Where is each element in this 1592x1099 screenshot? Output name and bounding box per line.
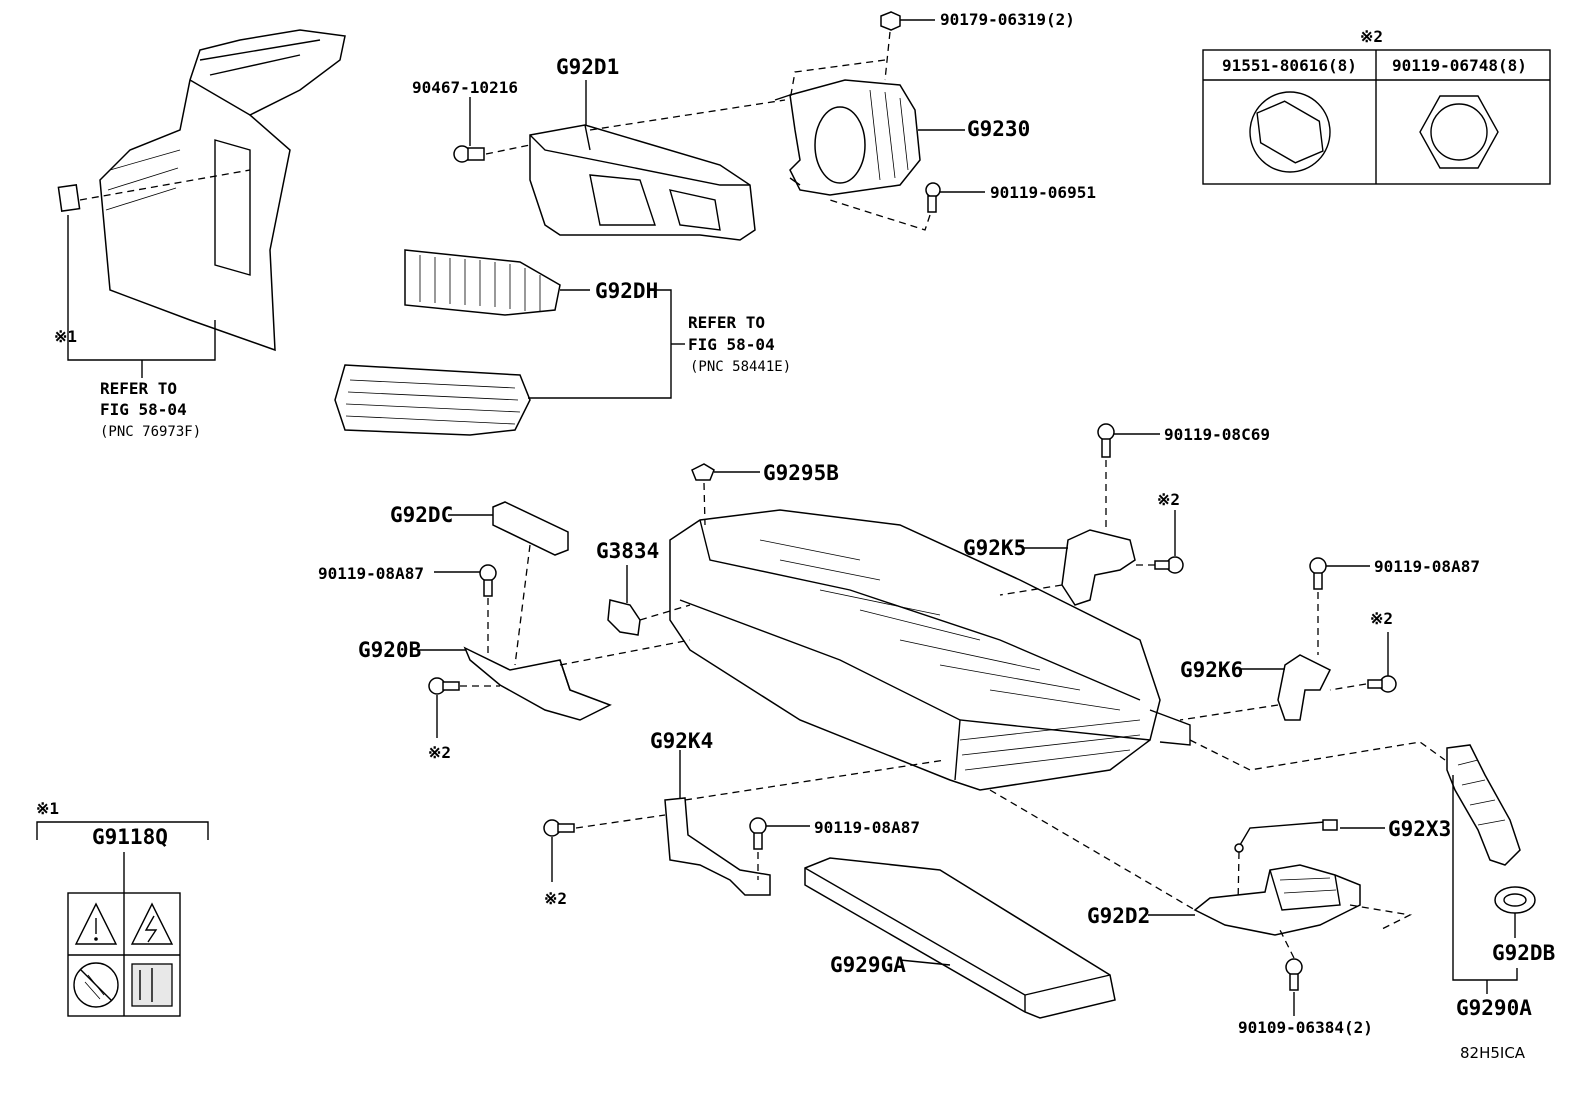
no-touch-icon xyxy=(73,962,119,1008)
label-g92dc: G92DC xyxy=(390,503,453,527)
bolt-note2-g92k6[interactable] xyxy=(1367,675,1397,693)
nut-90179[interactable] xyxy=(880,11,901,31)
note-mark-2d: ※2 xyxy=(544,889,567,908)
label-90179: 90179-06319(2) xyxy=(940,10,1075,29)
label-90467: 90467-10216 xyxy=(412,78,518,97)
note-mark-1: ※1 xyxy=(54,327,77,346)
note-mark-2b: ※2 xyxy=(1157,490,1180,509)
table-mark: ※2 xyxy=(1360,27,1383,46)
label-90119-08a87-left: 90119-08A87 xyxy=(318,564,424,583)
refer-left-line3: (PNC 76973F) xyxy=(100,424,201,440)
note-mark-2a: ※2 xyxy=(428,743,451,762)
label-g92x3: G92X3 xyxy=(1388,817,1451,841)
bolt-90119-08a87-right[interactable] xyxy=(1309,557,1327,590)
warning-label-g9118q[interactable] xyxy=(67,892,181,1017)
bracket-g92k5[interactable] xyxy=(1061,529,1136,606)
plate-g929ga[interactable] xyxy=(804,857,1116,1019)
grommet-g92db[interactable] xyxy=(1494,886,1536,914)
label-90119-08c69: 90119-08C69 xyxy=(1164,425,1270,444)
refer-mid-line1: REFER TO xyxy=(688,313,765,332)
hybrid-battery-assembly[interactable] xyxy=(669,509,1191,791)
bolt-note2-g920b[interactable] xyxy=(428,677,460,695)
warning-label-small[interactable] xyxy=(57,184,81,212)
side-cover-panel[interactable] xyxy=(99,29,346,352)
label-g92d1: G92D1 xyxy=(556,55,619,79)
label-90119-08a87-bottom: 90119-08A87 xyxy=(814,818,920,837)
duct-g9290a[interactable] xyxy=(1446,744,1521,866)
caution-triangle-icon xyxy=(74,902,118,945)
label-g9295b: G9295B xyxy=(763,461,839,485)
box-note-mark-1: ※1 xyxy=(36,799,59,818)
duct-g92d2[interactable] xyxy=(1193,864,1361,936)
bracket-g3834[interactable] xyxy=(607,599,641,636)
bracket-g920b[interactable] xyxy=(463,646,612,721)
label-g9290a: G9290A xyxy=(1456,996,1532,1020)
label-90119-08a87-right: 90119-08A87 xyxy=(1374,557,1480,576)
hex-nut-icon xyxy=(1419,95,1499,169)
manual-icon xyxy=(131,963,173,1007)
label-g92d2: G92D2 xyxy=(1087,904,1150,928)
label-g92k6: G92K6 xyxy=(1180,658,1243,682)
bolt-note2-g92k4[interactable] xyxy=(543,819,575,837)
bolt-90119-08a87-bottom[interactable] xyxy=(749,817,767,850)
note-mark-2c: ※2 xyxy=(1370,609,1393,628)
bolt-90109[interactable] xyxy=(1285,958,1303,991)
table-col1: 91551-80616(8) xyxy=(1222,56,1357,75)
label-g92k5: G92K5 xyxy=(963,536,1026,560)
bolt-90467[interactable] xyxy=(453,145,485,163)
label-g929ga: G929GA xyxy=(830,953,906,977)
clip-g9295b[interactable] xyxy=(691,463,715,481)
air-duct-g92d1[interactable] xyxy=(529,124,756,241)
refer-left-line2: FIG 58-04 xyxy=(100,400,187,419)
bolt-90119-06951[interactable] xyxy=(925,182,941,213)
refer-left-line1: REFER TO xyxy=(100,379,177,398)
label-90119-06951: 90119-06951 xyxy=(990,183,1096,202)
hex-socket-icon xyxy=(1249,91,1331,173)
table-col2: 90119-06748(8) xyxy=(1392,56,1527,75)
pad-g92dc[interactable] xyxy=(492,501,569,556)
bracket-g92k6[interactable] xyxy=(1277,654,1332,721)
label-g9230: G9230 xyxy=(967,117,1030,141)
label-g92dh: G92DH xyxy=(595,279,658,303)
harness-g92x3[interactable] xyxy=(1234,819,1338,853)
refer-mid-line2: FIG 58-04 xyxy=(688,335,775,354)
label-g3834: G3834 xyxy=(596,539,659,563)
fastener-table: ※2 91551-80616(8) 90119-06748(8) xyxy=(1202,27,1551,185)
label-g920b: G920B xyxy=(358,638,421,662)
bolt-90119-08a87-left[interactable] xyxy=(479,564,497,597)
label-90109: 90109-06384(2) xyxy=(1238,1018,1373,1037)
bolt-note2-g92k5[interactable] xyxy=(1154,556,1184,574)
high-voltage-icon xyxy=(130,902,174,945)
label-g92db: G92DB xyxy=(1492,941,1555,965)
diagram-code: 82H5ICA xyxy=(1460,1044,1526,1062)
blower-fan-g9230[interactable] xyxy=(774,79,921,196)
bracket-g92k4[interactable] xyxy=(664,797,771,896)
label-g92k4: G92K4 xyxy=(650,729,713,753)
refer-mid-line3: (PNC 58441E) xyxy=(690,359,791,375)
bolt-90119-08c69[interactable] xyxy=(1097,423,1115,458)
label-g9118q: G9118Q xyxy=(92,825,168,849)
filter-upper[interactable] xyxy=(404,249,561,316)
filter-lower[interactable] xyxy=(334,364,531,436)
